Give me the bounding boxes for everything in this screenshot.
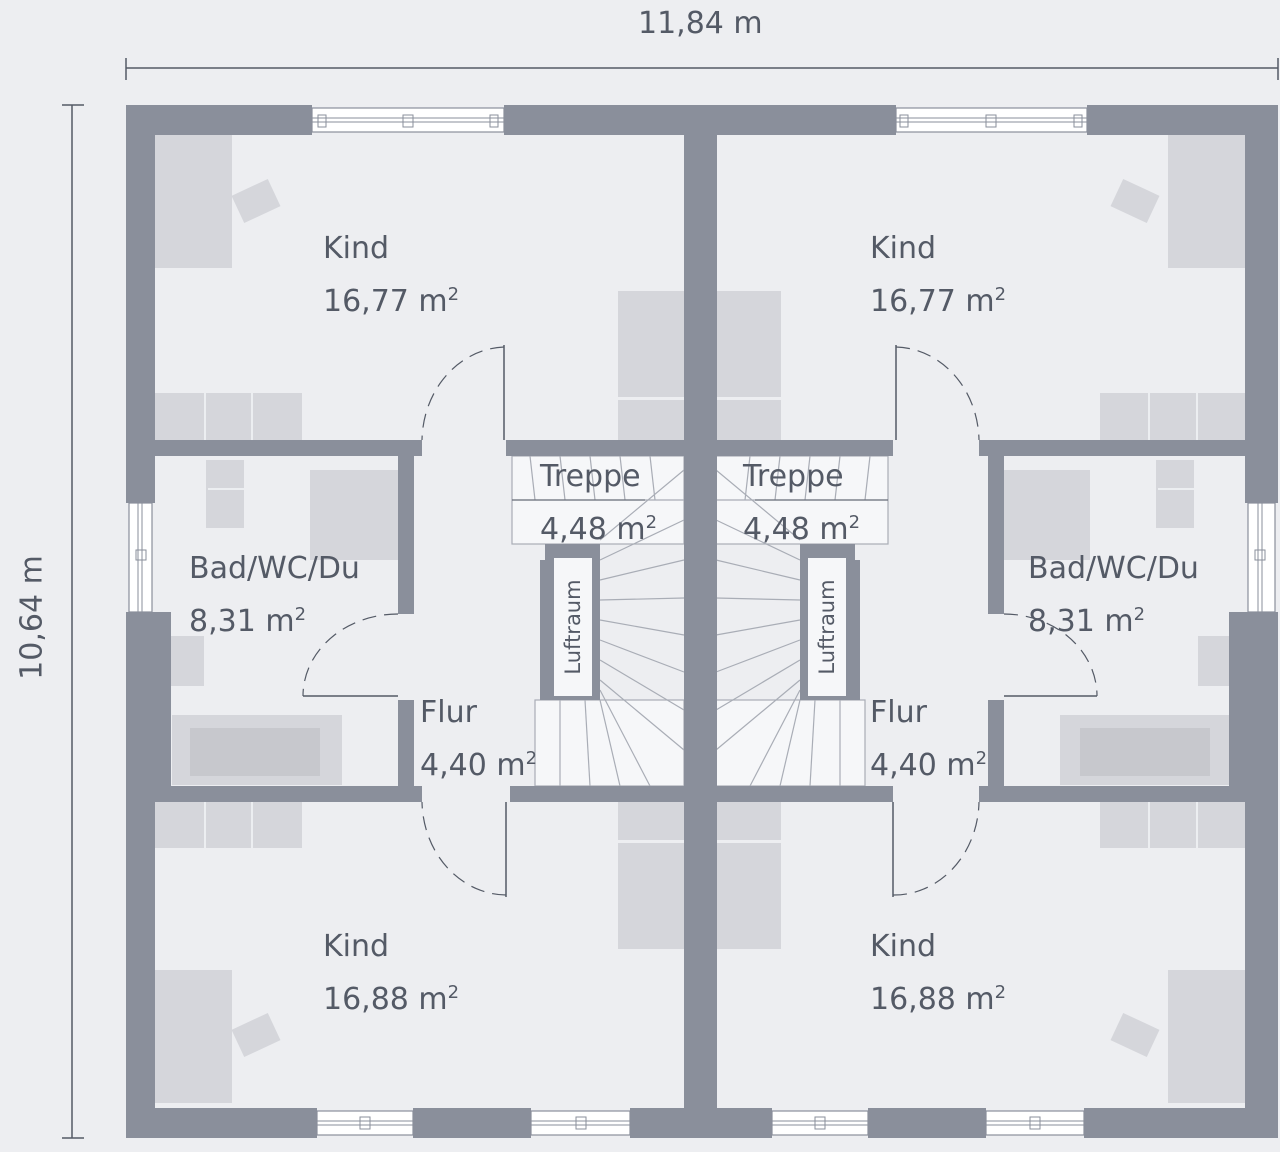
room-area: 4,40 m2 (420, 748, 538, 783)
room-label-flur-right: Flur 4,40 m2 (870, 690, 987, 789)
dimension-height: 10,64 m (14, 555, 50, 680)
room-name: Flur (420, 695, 477, 730)
door-swings (302, 346, 1098, 896)
furniture-details (190, 393, 1210, 848)
room-label-kind-bottom-left: Kind 16,88 m2 (323, 924, 459, 1023)
room-name: Treppe (743, 459, 844, 494)
luftraum-voids (518, 544, 882, 700)
room-area: 16,77 m2 (323, 284, 460, 319)
room-label-bath-right: Bad/WC/Du 8,31 m2 (1028, 546, 1199, 645)
room-name: Kind (323, 231, 390, 266)
room-area: 4,48 m2 (540, 512, 658, 547)
windows (128, 107, 1276, 1136)
room-area: 4,40 m2 (870, 748, 988, 783)
room-label-treppe-right: Treppe 4,48 m2 (743, 454, 860, 553)
luftraum-label-right: Luftraum (815, 579, 839, 675)
doors (303, 345, 1097, 897)
room-area: 16,88 m2 (323, 982, 460, 1017)
staircase-left (511, 455, 685, 787)
room-area: 4,48 m2 (743, 512, 861, 547)
room-label-kind-top-left: Kind 16,77 m2 (323, 226, 459, 325)
room-label-flur-left: Flur 4,40 m2 (420, 690, 537, 789)
walls (126, 105, 1278, 1138)
room-name: Kind (870, 929, 937, 964)
room-name: Bad/WC/Du (189, 551, 360, 586)
room-label-treppe-left: Treppe 4,48 m2 (540, 454, 657, 553)
room-name: Kind (323, 929, 390, 964)
room-name: Bad/WC/Du (1028, 551, 1199, 586)
room-area: 8,31 m2 (189, 604, 307, 639)
room-label-kind-top-right: Kind 16,77 m2 (870, 226, 1006, 325)
room-label-kind-bottom-right: Kind 16,88 m2 (870, 924, 1006, 1023)
luftraum-label-left: Luftraum (561, 579, 585, 675)
staircase-right (715, 455, 889, 787)
room-label-bath-left: Bad/WC/Du 8,31 m2 (189, 546, 360, 645)
window-details (135, 114, 1266, 1130)
room-name: Treppe (540, 459, 641, 494)
room-name: Kind (870, 231, 937, 266)
room-area: 16,88 m2 (870, 982, 1007, 1017)
room-name: Flur (870, 695, 927, 730)
room-area: 8,31 m2 (1028, 604, 1146, 639)
room-area: 16,77 m2 (870, 284, 1007, 319)
dimension-width: 11,84 m (638, 6, 763, 41)
dimension-lines (62, 58, 1279, 1139)
